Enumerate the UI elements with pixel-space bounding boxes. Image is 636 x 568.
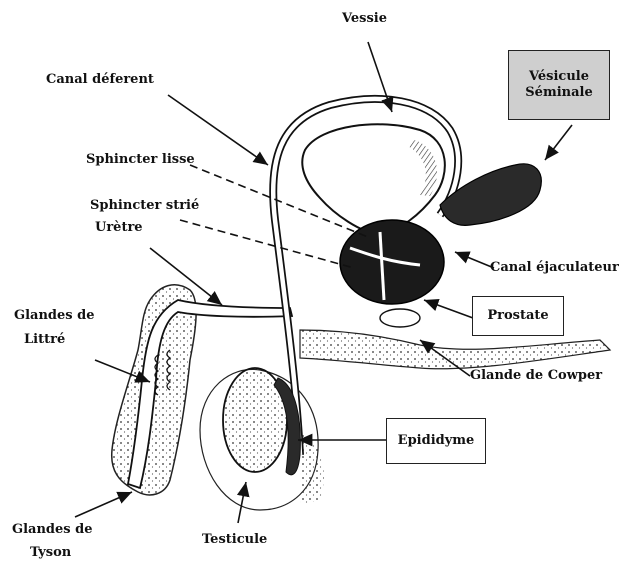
label-vessie: Vessie <box>342 11 387 27</box>
label-glandes-tyson-1: Glandes de <box>12 522 92 538</box>
label-glandes-littre-2: Littré <box>24 332 65 348</box>
label-prostate-box: Prostate <box>472 296 564 336</box>
label-prostate: Prostate <box>487 308 548 324</box>
label-sphincter-lisse: Sphincter lisse <box>86 152 195 168</box>
label-sphincter-strie: Sphincter strié <box>90 198 199 214</box>
lower-dots <box>300 430 324 505</box>
label-testicule: Testicule <box>202 532 267 548</box>
label-uretre: Urètre <box>95 220 143 236</box>
label-glandes-tyson-2: Tyson <box>30 545 71 561</box>
label-vesicule-line2: Séminale <box>525 85 592 101</box>
label-glandes-littre-1: Glandes de <box>14 308 94 324</box>
label-canal-deferent: Canal déferent <box>46 72 154 88</box>
label-epididyme-box: Epididyme <box>386 418 486 464</box>
label-canal-ejaculateur: Canal éjaculateur <box>490 260 619 276</box>
label-vesicule-line1: Vésicule <box>529 69 589 85</box>
label-vesicule-seminale-box: Vésicule Séminale <box>508 50 610 120</box>
label-epididyme: Epididyme <box>398 433 475 449</box>
cowper-gland <box>380 309 420 327</box>
label-glande-cowper: Glande de Cowper <box>470 368 602 384</box>
